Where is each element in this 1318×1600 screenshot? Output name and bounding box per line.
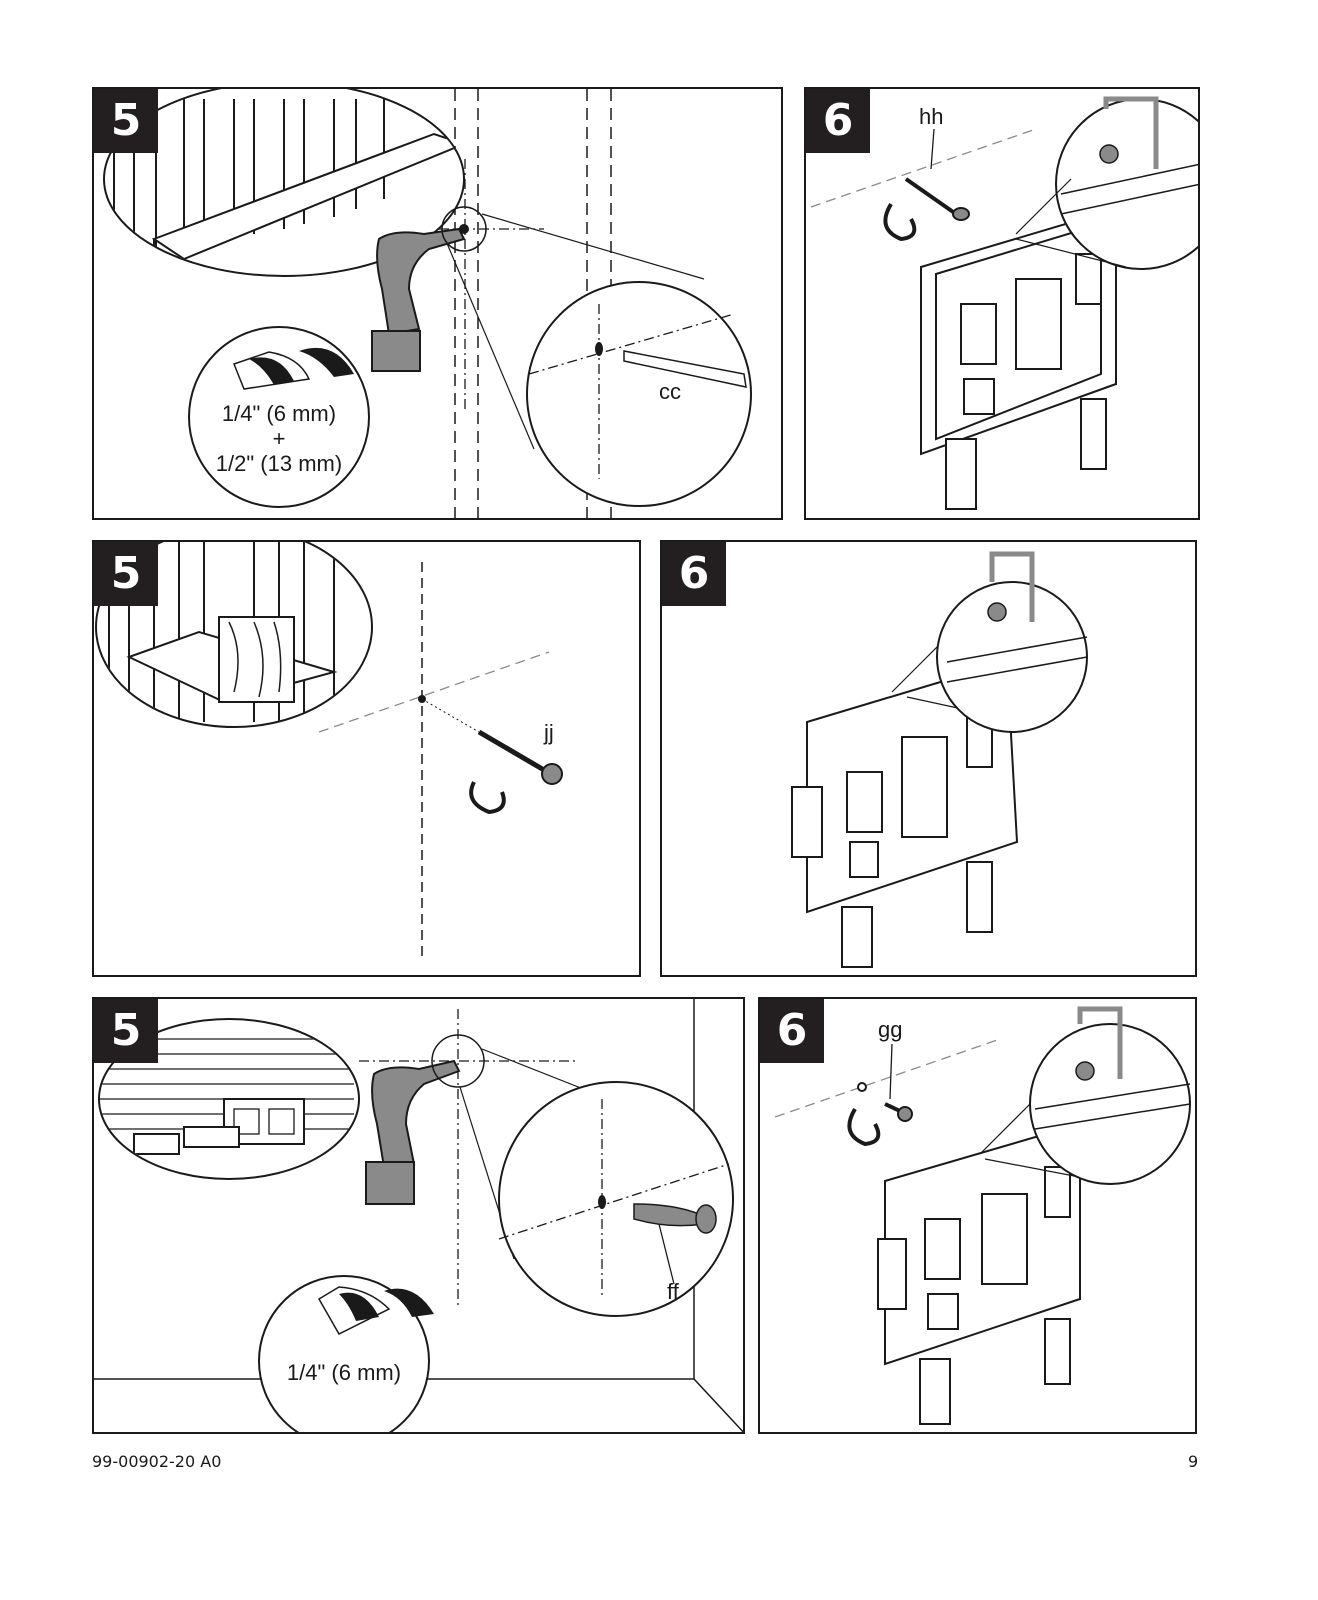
zoom-detail-wall-plate (1029, 1006, 1191, 1185)
step5-masonry-illustration (94, 999, 743, 1432)
zoom-detail-cc (526, 281, 752, 507)
panel-step5-wood: 5 jj (92, 540, 641, 977)
bit-size-label: 1/4" (6 mm) (221, 401, 337, 426)
page-number: 9 (1188, 1452, 1199, 1471)
step-badge: 5 (94, 999, 158, 1063)
step6-bolt-illustration (810, 96, 1198, 510)
step-badge: 5 (94, 89, 158, 153)
bit-size-plus: + (272, 426, 286, 451)
step5-wood-illustration (95, 542, 563, 962)
wall-plate-icon (791, 660, 1019, 968)
zoom-detail-wall-plate (936, 551, 1088, 733)
part-label-gg: gg (878, 1017, 903, 1042)
rotate-arrow-icon (469, 781, 506, 815)
panel-step5-masonry: 5 1/4" (6 mm) ff (92, 997, 745, 1434)
screw-icon (477, 729, 563, 785)
part-label-ff: ff (667, 1279, 679, 1304)
wall-plate-icon (877, 1122, 1081, 1425)
zoom-detail-wall-plate (1015, 96, 1198, 270)
step-badge: 6 (662, 542, 726, 606)
part-label-cc: cc (659, 379, 681, 404)
drill-bit-icon (188, 326, 370, 508)
panel-step6-screw: 6 gg (758, 997, 1197, 1434)
screw-icon (857, 1043, 913, 1122)
step5-stud-illustration (103, 89, 752, 518)
rotate-arrow-icon (847, 1107, 881, 1147)
part-label-hh: hh (919, 104, 944, 129)
wall-plate-icon (920, 207, 1117, 510)
drill-icon (365, 1059, 461, 1205)
step-badge: 6 (760, 999, 824, 1063)
drill-bit-icon (258, 1275, 434, 1432)
step-badge: 6 (806, 89, 870, 153)
bit-size-label-2: 1/2" (13 mm) (215, 451, 343, 476)
panel-step5-stud: 5 1/4" (6 mm) + 1/2" (13 mm) cc (92, 87, 783, 520)
step-badge: 5 (94, 542, 158, 606)
step6-screw-illustration (774, 1006, 1191, 1425)
brick-wall-icon (98, 1018, 360, 1180)
screw-icon (904, 128, 970, 221)
part-label-jj: jj (544, 720, 554, 745)
panel-step6-hang: 6 (660, 540, 1197, 977)
stud-wall-icon (103, 89, 465, 277)
stud-wall-icon (95, 542, 373, 728)
rotate-arrow-icon (883, 202, 917, 242)
drill-icon (371, 224, 469, 372)
anchor-icon (498, 1081, 734, 1317)
panel-step6-bolt: 6 hh (804, 87, 1200, 520)
doc-number: 99-00902-20 A0 (92, 1452, 222, 1471)
step6-hang-illustration (791, 551, 1088, 968)
bit-size-label: 1/4" (6 mm) (286, 1360, 402, 1385)
